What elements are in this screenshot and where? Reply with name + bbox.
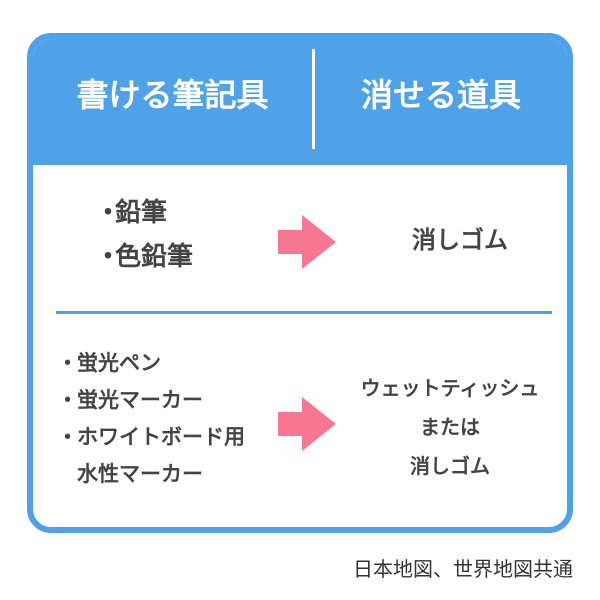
row1-items: ・鉛筆 ・色鉛筆 bbox=[95, 191, 193, 279]
header-right-title: 消せる道具 bbox=[360, 76, 521, 114]
arrow-right-icon bbox=[278, 215, 336, 269]
row2-result: ウェットティッシュ または 消しゴム bbox=[360, 376, 540, 478]
row2-items: ・蛍光ペン ・蛍光マーカー ・ホワイトボード用 水性マーカー bbox=[57, 345, 245, 493]
list-item: ・蛍光ペン bbox=[57, 351, 161, 375]
list-item: ・ホワイトボード用 bbox=[57, 425, 245, 449]
row1-result: 消しゴム bbox=[412, 226, 508, 254]
header-left-title: 書ける筆記具 bbox=[76, 76, 269, 114]
footer-note: 日本地図、世界地図共通 bbox=[353, 557, 573, 581]
card-header: 書ける筆記具 消せる道具 bbox=[33, 39, 567, 165]
list-item: ・蛍光マーカー bbox=[57, 388, 203, 412]
list-item-continuation: 水性マーカー bbox=[77, 462, 203, 486]
comparison-card: 書ける筆記具 消せる道具 ・鉛筆 ・色鉛筆 消しゴム ・蛍光ペン ・蛍光マーカー… bbox=[27, 33, 573, 533]
row-separator bbox=[56, 311, 552, 314]
list-item: ・鉛筆 bbox=[95, 198, 168, 228]
arrow-right-icon bbox=[278, 397, 336, 451]
header-divider bbox=[312, 49, 315, 149]
list-item: ・色鉛筆 bbox=[95, 242, 194, 272]
